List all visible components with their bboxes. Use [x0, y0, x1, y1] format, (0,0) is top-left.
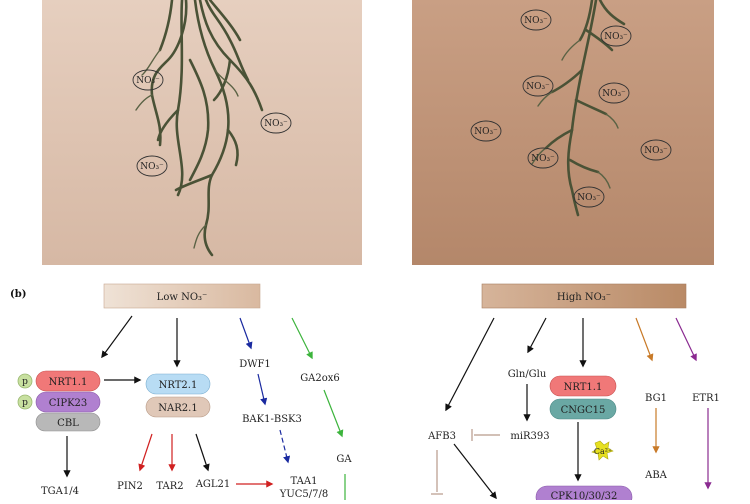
- arrow-afb3-down: [453, 443, 497, 500]
- low-nitrate-roots: [150, 0, 264, 257]
- dwf1-label: DWF1: [239, 359, 271, 370]
- nrt21-complex: NRT2.1 NAR2.1: [145, 373, 211, 418]
- calcium-burst: Ca²⁺: [591, 440, 614, 461]
- high-nitrate-roots: [544, 0, 626, 217]
- cbl-label: CBL: [57, 418, 79, 429]
- high-nitrate-roots-fine: [531, 39, 619, 189]
- arrow-header-to-afb3: [445, 317, 495, 412]
- nitrate-ion-label: NO₃⁻: [531, 154, 555, 164]
- phospho-label: p: [22, 398, 28, 408]
- nitrate-ion-label: NO₃⁻: [526, 82, 550, 92]
- arrow-ga2ox6-to-ga: [323, 389, 344, 438]
- agl21-label: AGL21: [195, 479, 231, 490]
- arrow-header-to-nrt11: [101, 315, 133, 359]
- nar21-label: NAR2.1: [158, 403, 197, 414]
- arrow-dwf1-to-bak1: [257, 373, 268, 406]
- tar2-label: TAR2: [156, 481, 183, 492]
- etr1-label: ETR1: [692, 393, 720, 404]
- high-nitrate-header-label: High NO₃⁻: [557, 292, 611, 303]
- panel-b-label: (b): [10, 289, 26, 300]
- bg1-label: BG1: [645, 393, 667, 404]
- nrt11-label: NRT1.1: [49, 377, 88, 388]
- arrow-header-to-dwf1: [239, 317, 253, 350]
- nitrate-ion-label: NO₃⁻: [474, 127, 498, 137]
- nitrate-ion-label: NO₃⁻: [264, 119, 288, 129]
- ga-label: GA: [336, 454, 352, 465]
- pin2-label: PIN2: [117, 481, 143, 492]
- nitrate-ion-label: NO₃⁻: [140, 162, 164, 172]
- mir393-inhibits-afb3: [431, 429, 500, 495]
- nitrate-ion-label: NO₃⁻: [577, 193, 601, 203]
- phospho-label: p: [22, 377, 28, 387]
- nitrate-ion-label: NO₃⁻: [136, 76, 160, 86]
- arrow-nar21-to-agl21: [195, 433, 210, 472]
- arrow-nar21-to-pin2: [138, 433, 153, 472]
- cipk23-label: CIPK23: [49, 398, 88, 409]
- nrt11-high-label: NRT1.1: [564, 382, 603, 393]
- low-nitrate-header: [103, 283, 261, 309]
- afb3-label: AFB3: [427, 431, 456, 442]
- nitrate-ion-label: NO₃⁻: [524, 16, 548, 26]
- high-soil-panel: [412, 0, 714, 265]
- arrow-header-to-bg1: [635, 317, 654, 362]
- tga14-label: TGA1/4: [41, 486, 79, 497]
- ga2ox6-label: GA2ox6: [300, 373, 340, 384]
- calcium-label: Ca²⁺: [594, 447, 612, 456]
- arrow-header-to-etr1: [675, 317, 697, 362]
- nrt11-complex: p p NRT1.1 CIPK23 CBL: [17, 370, 101, 432]
- nitrate-ion-label: NO₃⁻: [604, 32, 628, 42]
- arrow-header-to-glnglu: [527, 317, 547, 354]
- low-nitrate-ions: NO₃⁻ NO₃⁻ NO₃⁻: [132, 69, 292, 177]
- nrt11-cngc15-complex: NRT1.1 CNGC15: [549, 375, 617, 420]
- low-nitrate-header-label: Low NO₃⁻: [157, 292, 208, 303]
- low-nitrate-roots-fine: [135, 49, 239, 249]
- high-nitrate-ions: NO₃⁻ NO₃⁻ NO₃⁻ NO₃⁻ NO₃⁻ NO₃⁻ NO₃⁻ NO₃⁻: [470, 9, 672, 208]
- nitrate-ion-label: NO₃⁻: [602, 89, 626, 99]
- low-soil-panel: [42, 0, 362, 265]
- aba-label: ABA: [644, 470, 668, 481]
- yuc-label: YUC5/7/8: [279, 489, 329, 500]
- arrow-header-to-ga2ox6: [291, 317, 313, 360]
- nrt21-label: NRT2.1: [159, 380, 198, 391]
- cngc15-label: CNGC15: [561, 405, 606, 416]
- mir393-label: miR393: [510, 431, 549, 442]
- bak1-bsk3-label: BAK1-BSK3: [242, 414, 302, 425]
- taa1-label: TAA1: [291, 476, 318, 487]
- nitrate-ion-label: NO₃⁻: [644, 146, 668, 156]
- high-nitrate-header: [481, 283, 687, 309]
- arrow-bak1-to-taa1: [279, 429, 291, 464]
- glnglu-label: Gln/Glu: [508, 369, 547, 380]
- cpk-label: CPK10/30/32: [551, 491, 618, 500]
